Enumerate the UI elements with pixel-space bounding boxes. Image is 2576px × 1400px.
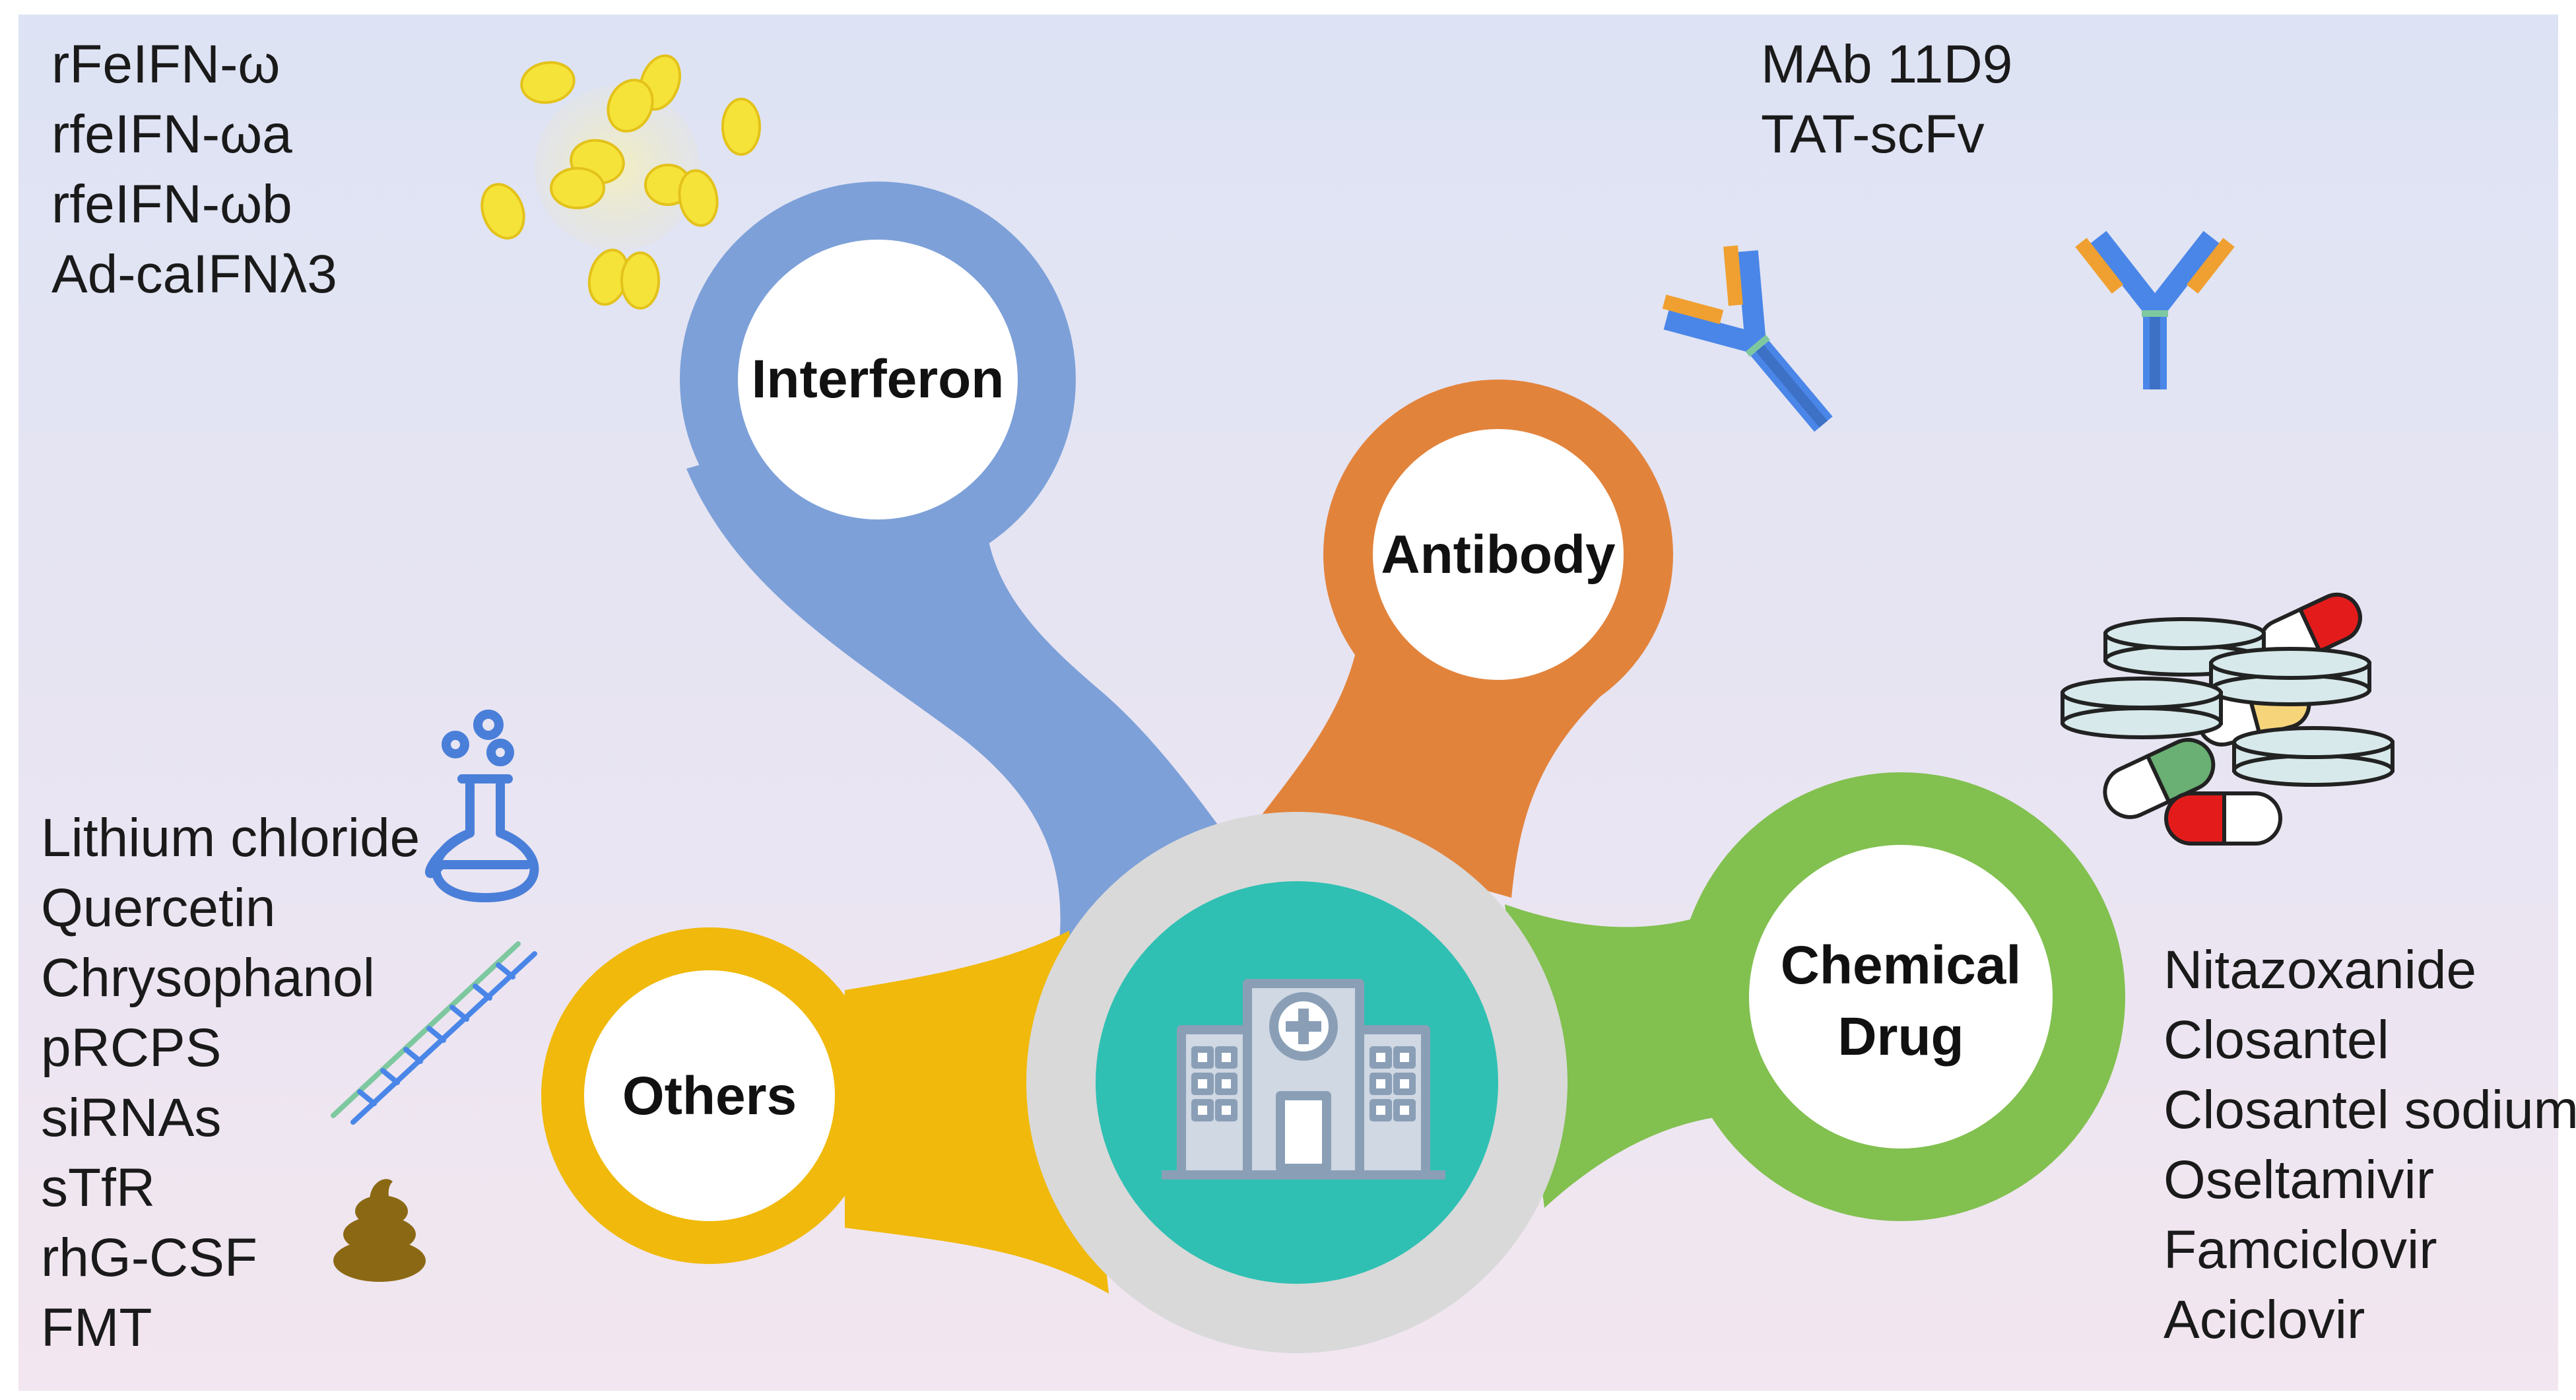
hub-circle-antibody xyxy=(1373,429,1624,680)
hub-label-chemical-line1: Chemical xyxy=(1781,935,2022,995)
list-item: Chrysophanol xyxy=(41,948,375,1008)
hub-label-antibody: Antibody xyxy=(1381,525,1616,585)
antibody-icon xyxy=(1662,230,2235,432)
hospital-icon xyxy=(1162,979,1445,1180)
hub-label-interferon: Interferon xyxy=(752,349,1005,409)
hub-circle-interferon xyxy=(738,240,1018,519)
list-item: Aciclovir xyxy=(2163,1290,2365,1350)
hub-circle-chemical xyxy=(1749,845,2053,1149)
list-item: rhG-CSF xyxy=(41,1228,257,1288)
others-list: Lithium chloride Quercetin Chrysophanol … xyxy=(41,808,420,1358)
list-item: Famciclovir xyxy=(2163,1220,2437,1280)
list-item: Oseltamivir xyxy=(2163,1150,2434,1210)
list-item: pRCPS xyxy=(41,1018,221,1078)
pills-icon xyxy=(2061,592,2394,846)
list-item: rfeIFN-ωb xyxy=(51,174,292,234)
chemical-list: Nitazoxanide Closantel Closantel sodium … xyxy=(2163,940,2576,1350)
list-item: MAb 11D9 xyxy=(1761,34,2012,94)
dna-icon xyxy=(331,941,537,1125)
list-item: sTfR xyxy=(41,1158,155,1218)
antibody-list: MAb 11D9 TAT-scFv xyxy=(1761,34,2012,164)
hub-circle-others xyxy=(584,970,835,1221)
interferon-list: rFeIFN-ω rfeIFN-ωa rfeIFN-ωb Ad-caIFNλ3 xyxy=(51,34,337,304)
list-item: rfeIFN-ωa xyxy=(51,104,292,164)
stool-icon xyxy=(333,1179,426,1282)
hub-label-chemical-line2: Drug xyxy=(1837,1007,1964,1067)
list-item: Lithium chloride xyxy=(41,808,420,868)
list-item: Closantel sodium xyxy=(2163,1080,2576,1140)
list-item: rFeIFN-ω xyxy=(51,34,280,94)
list-item: FMT xyxy=(41,1298,152,1358)
flask-icon xyxy=(425,710,539,902)
list-item: Closantel xyxy=(2163,1010,2389,1070)
list-item: Ad-caIFNλ3 xyxy=(51,244,337,304)
list-item: Quercetin xyxy=(41,878,276,938)
list-item: Nitazoxanide xyxy=(2163,940,2476,1000)
list-item: siRNAs xyxy=(41,1088,221,1148)
hub-label-others: Others xyxy=(622,1066,797,1126)
list-item: TAT-scFv xyxy=(1761,104,1985,164)
yeast-cells-icon xyxy=(480,54,761,310)
